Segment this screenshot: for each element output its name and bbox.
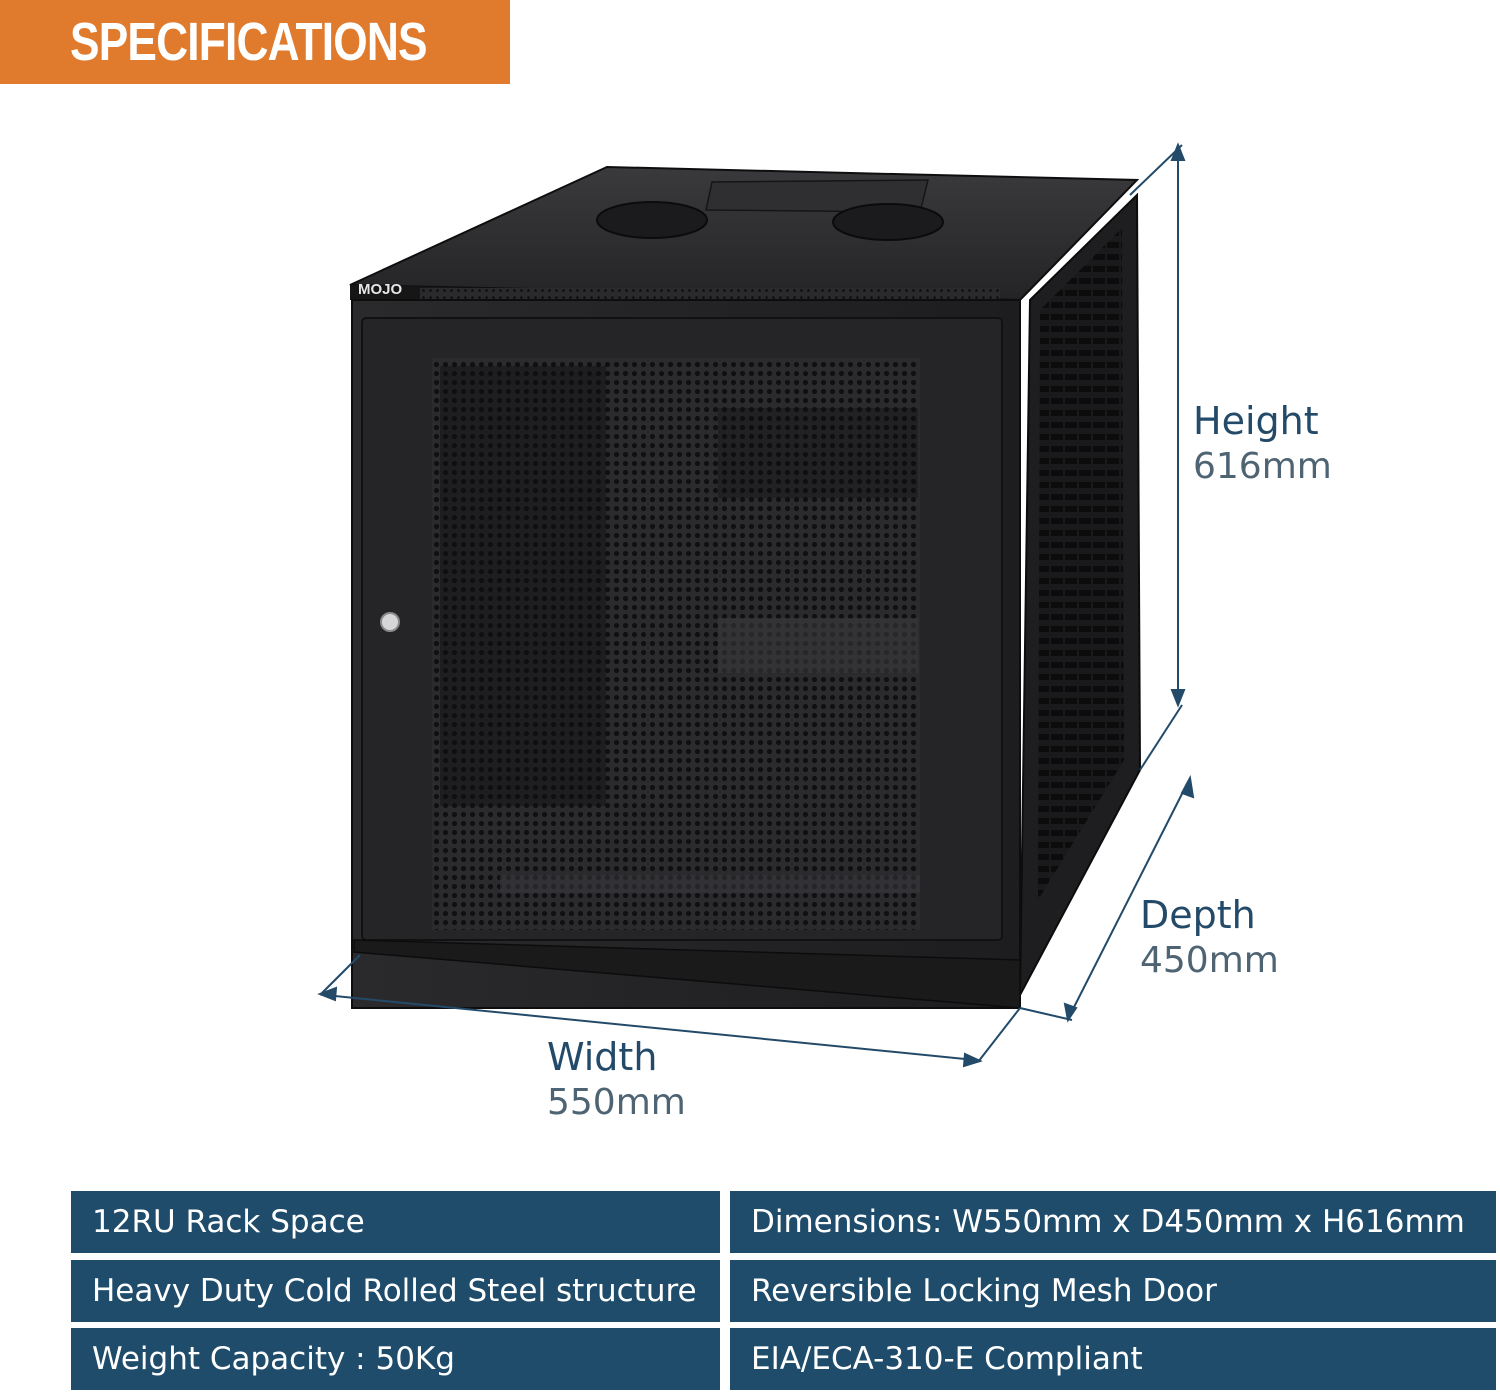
spec-structure: Heavy Duty Cold Rolled Steel structure [71, 1260, 720, 1322]
height-label-group: Height 616mm [1193, 398, 1332, 490]
specifications-banner: SPECIFICATIONS [0, 0, 510, 84]
height-extension-bottom [1139, 704, 1183, 771]
cabinet-illustration: MOJO [317, 142, 1195, 1068]
width-extension-left [319, 954, 361, 996]
width-arrow-left [317, 986, 338, 1002]
fan-cutout-left [596, 201, 708, 239]
height-arrow-bottom [1170, 689, 1186, 708]
side-vent-grille [1038, 228, 1124, 900]
width-label-group: Width 550mm [547, 1034, 686, 1126]
internal-rail-shadow [440, 366, 606, 806]
spec-door: Reversible Locking Mesh Door [730, 1260, 1496, 1322]
spec-dimensions: Dimensions: W550mm x D450mm x H616mm [730, 1191, 1496, 1253]
depth-value: 450mm [1140, 940, 1279, 981]
width-arrow-right [962, 1052, 983, 1068]
height-label: Height [1193, 399, 1319, 443]
depth-extension-bottom [1019, 1007, 1073, 1021]
width-value: 550mm [547, 1082, 686, 1123]
fan-cutout-right [832, 203, 944, 241]
depth-dimension-line [1069, 781, 1189, 1016]
brand-logo: MOJO [358, 281, 403, 298]
spec-weight-capacity: Weight Capacity : 50Kg [71, 1328, 720, 1390]
depth-label: Depth [1140, 893, 1256, 937]
internal-rack-rail [718, 618, 918, 673]
height-extension-top [1129, 144, 1183, 196]
bottom-rail [500, 875, 920, 893]
door-lock-icon [380, 612, 400, 632]
spec-compliance: EIA/ECA-310-E Compliant [730, 1328, 1496, 1390]
banner-title: SPECIFICATIONS [70, 12, 428, 72]
depth-arrow-top [1180, 774, 1195, 799]
spec-rack-space: 12RU Rack Space [71, 1191, 720, 1253]
height-value: 616mm [1193, 446, 1332, 487]
width-label: Width [547, 1035, 658, 1079]
depth-label-group: Depth 450mm [1140, 892, 1279, 984]
internal-shelf [718, 408, 918, 498]
width-extension-right [977, 1007, 1021, 1063]
width-dimension-line [324, 994, 976, 1061]
depth-arrow-bottom [1063, 1002, 1078, 1023]
